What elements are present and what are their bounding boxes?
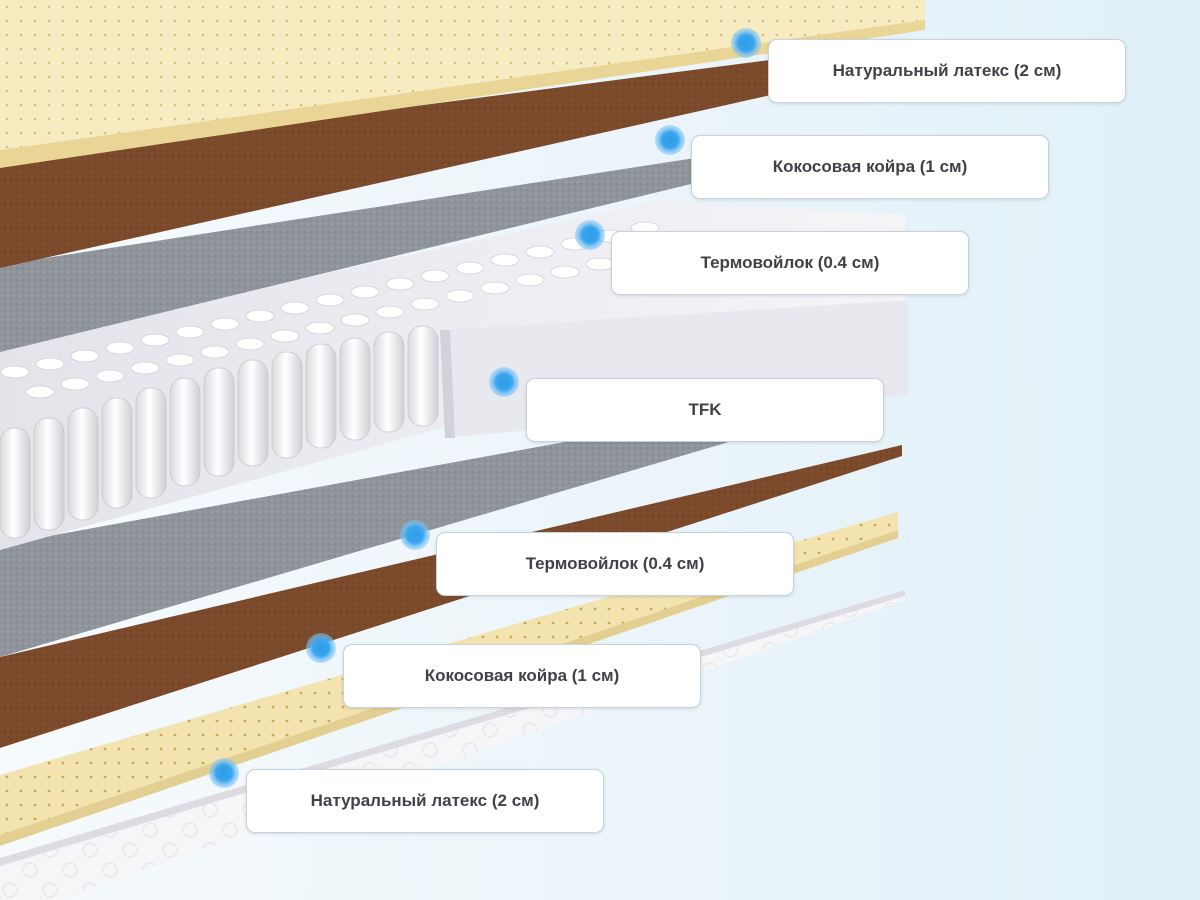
- bottom-felt-layer: [0, 380, 905, 657]
- layer-label-spring-unit: TFK: [526, 378, 884, 442]
- top-coir-layer: [0, 60, 860, 268]
- layer-marker-3[interactable]: [575, 220, 605, 250]
- pocket-spring-tops: [0, 221, 660, 399]
- top-latex-layer: [0, 0, 925, 150]
- layer-label-bottom-coir: Кокосовая койра (1 см): [343, 644, 701, 708]
- layer-marker-7[interactable]: [209, 758, 239, 788]
- layer-label-top-coir: Кокосовая койра (1 см): [691, 135, 1049, 199]
- top-felt-layer: [0, 148, 790, 352]
- layer-marker-4[interactable]: [489, 367, 519, 397]
- bottom-coir-layer: [0, 445, 902, 748]
- pocket-springs: [0, 325, 439, 539]
- layer-label-bottom-latex: Натуральный латекс (2 см): [246, 769, 604, 833]
- layer-marker-1[interactable]: [731, 28, 761, 58]
- layer-label-bottom-felt: Термовойлок (0.4 см): [436, 532, 794, 596]
- layer-marker-5[interactable]: [400, 520, 430, 550]
- layer-marker-6[interactable]: [306, 633, 336, 663]
- layer-marker-2[interactable]: [655, 125, 685, 155]
- layer-label-top-latex: Натуральный латекс (2 см): [768, 39, 1126, 103]
- layer-label-top-felt: Термовойлок (0.4 см): [611, 231, 969, 295]
